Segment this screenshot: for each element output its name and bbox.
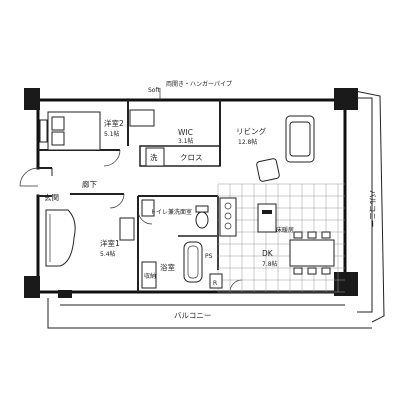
fridge-symbol: R xyxy=(213,280,217,287)
dk-size: 7.8帖 xyxy=(262,260,278,268)
balcony-outline xyxy=(47,89,385,329)
laundry-name: 洗 xyxy=(150,152,158,162)
balcony-east-label: バルコニー xyxy=(368,190,377,227)
floor-heating-note: 床暖房 xyxy=(276,226,294,234)
bed xyxy=(47,111,101,151)
bathtub xyxy=(183,241,203,283)
doors xyxy=(19,149,243,293)
dk-name: DK xyxy=(262,249,274,258)
hallway-name: 廊下 xyxy=(82,179,97,189)
shelf-note: Soft xyxy=(148,87,160,94)
washing-machine xyxy=(145,147,165,167)
dining-table xyxy=(289,231,335,275)
kitchen-counter xyxy=(219,197,237,237)
bedroom2-name: 洋室2 xyxy=(104,118,124,128)
bedroom2-size: 5.1帖 xyxy=(104,130,120,138)
toilet xyxy=(195,205,209,229)
washbasin xyxy=(141,199,155,217)
grand-piano xyxy=(45,209,76,267)
living-name: リビング xyxy=(236,126,266,136)
bedroom1-desk xyxy=(119,217,135,241)
bedroom1-name: 洋室1 xyxy=(100,238,120,248)
toilet-washroom-name: トイレ兼洗面室 xyxy=(150,208,192,216)
storage-name: 収納 xyxy=(144,272,156,280)
kitchen-island xyxy=(257,203,277,233)
bathroom-name: 浴室 xyxy=(160,262,175,272)
pipe-space-symbol: PS xyxy=(205,253,213,260)
living-size: 12.8帖 xyxy=(238,138,257,146)
sofa xyxy=(285,115,315,163)
shelf-unit xyxy=(129,109,155,127)
fridge-box xyxy=(209,273,223,289)
wic-size: 3.1帖 xyxy=(178,137,194,145)
structural-columns xyxy=(24,88,358,298)
wic-name: WIC xyxy=(178,128,193,137)
bedroom1-size: 5.4帖 xyxy=(100,250,116,258)
bedroom2-side-shelf xyxy=(39,119,48,143)
closet-name: クロス xyxy=(180,153,203,162)
mirror-door-note: 両開き・ハンガーパイプ xyxy=(166,80,232,88)
entrance-name: 玄関 xyxy=(44,192,59,202)
room-labels: 洋室2 5.1帖 WIC 3.1帖 リビング 12.8帖 洋室1 5.4帖 DK… xyxy=(44,80,377,320)
balcony-south-label: バルコニー xyxy=(174,311,211,320)
armchair xyxy=(256,158,280,182)
